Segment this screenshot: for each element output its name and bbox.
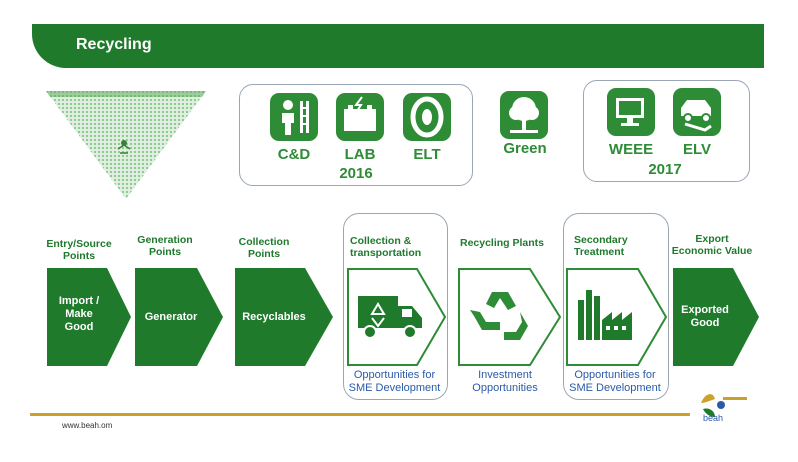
- tree-icon: [500, 91, 548, 139]
- monitor-icon: [607, 88, 655, 136]
- logo-text: beah: [703, 413, 724, 423]
- year-2017: 2017: [648, 161, 682, 178]
- car-icon: [673, 88, 721, 136]
- arrow-plants: [458, 268, 562, 366]
- stage-header-secondary: Secondary Treatment: [574, 234, 628, 258]
- stage-header-collection: Collection Points: [238, 236, 290, 260]
- arrow-text-recyclables: Recyclables: [242, 311, 306, 323]
- note-sme-secondary: Opportunities for SME Development: [569, 369, 661, 394]
- factory-icon: [574, 282, 644, 349]
- green-label: Green: [503, 140, 547, 157]
- battery-icon: [336, 93, 384, 141]
- worker-icon: [270, 93, 318, 141]
- recycle-icon: [468, 286, 532, 351]
- tire-icon: [403, 93, 451, 141]
- arrow-text-exported: Exported Good: [681, 304, 729, 329]
- truck-icon: [356, 290, 426, 349]
- note-investment: Investment Opportunities: [472, 369, 538, 394]
- note-sme-collection: Opportunities for SME Development: [348, 369, 441, 394]
- header-banner: [32, 24, 764, 68]
- page-title: Recycling: [76, 36, 152, 53]
- stage-header-transport: Collection & transportation: [350, 235, 422, 259]
- tile-label-cd: C&D: [277, 146, 311, 163]
- arrow-exported: [673, 268, 759, 366]
- arrow-recyclables: [235, 268, 333, 366]
- beah-logo: beah: [693, 383, 753, 430]
- tile-label-elv: ELV: [682, 141, 712, 158]
- stage-header-generation: Generation Points: [137, 234, 193, 258]
- stage-header-plants: Recycling Plants: [459, 237, 545, 249]
- tile-label-elt: ELT: [413, 146, 441, 163]
- year-2016: 2016: [339, 165, 373, 182]
- stage-header-entry: Entry/Source Points: [46, 238, 112, 262]
- tile-label-weee: WEEE: [608, 141, 654, 158]
- arrow-text-generator: Generator: [144, 311, 198, 323]
- arrow-generator: [135, 268, 223, 366]
- arrow-text-import: Import / Make Good: [58, 295, 100, 333]
- arrow-import: [47, 268, 131, 366]
- stage-header-export: Export Economic Value: [671, 233, 753, 257]
- funnel-graphic: [46, 91, 206, 206]
- footer-url: www.beah.om: [62, 421, 113, 430]
- tile-label-lab: LAB: [344, 146, 376, 163]
- footer-divider: [30, 413, 690, 416]
